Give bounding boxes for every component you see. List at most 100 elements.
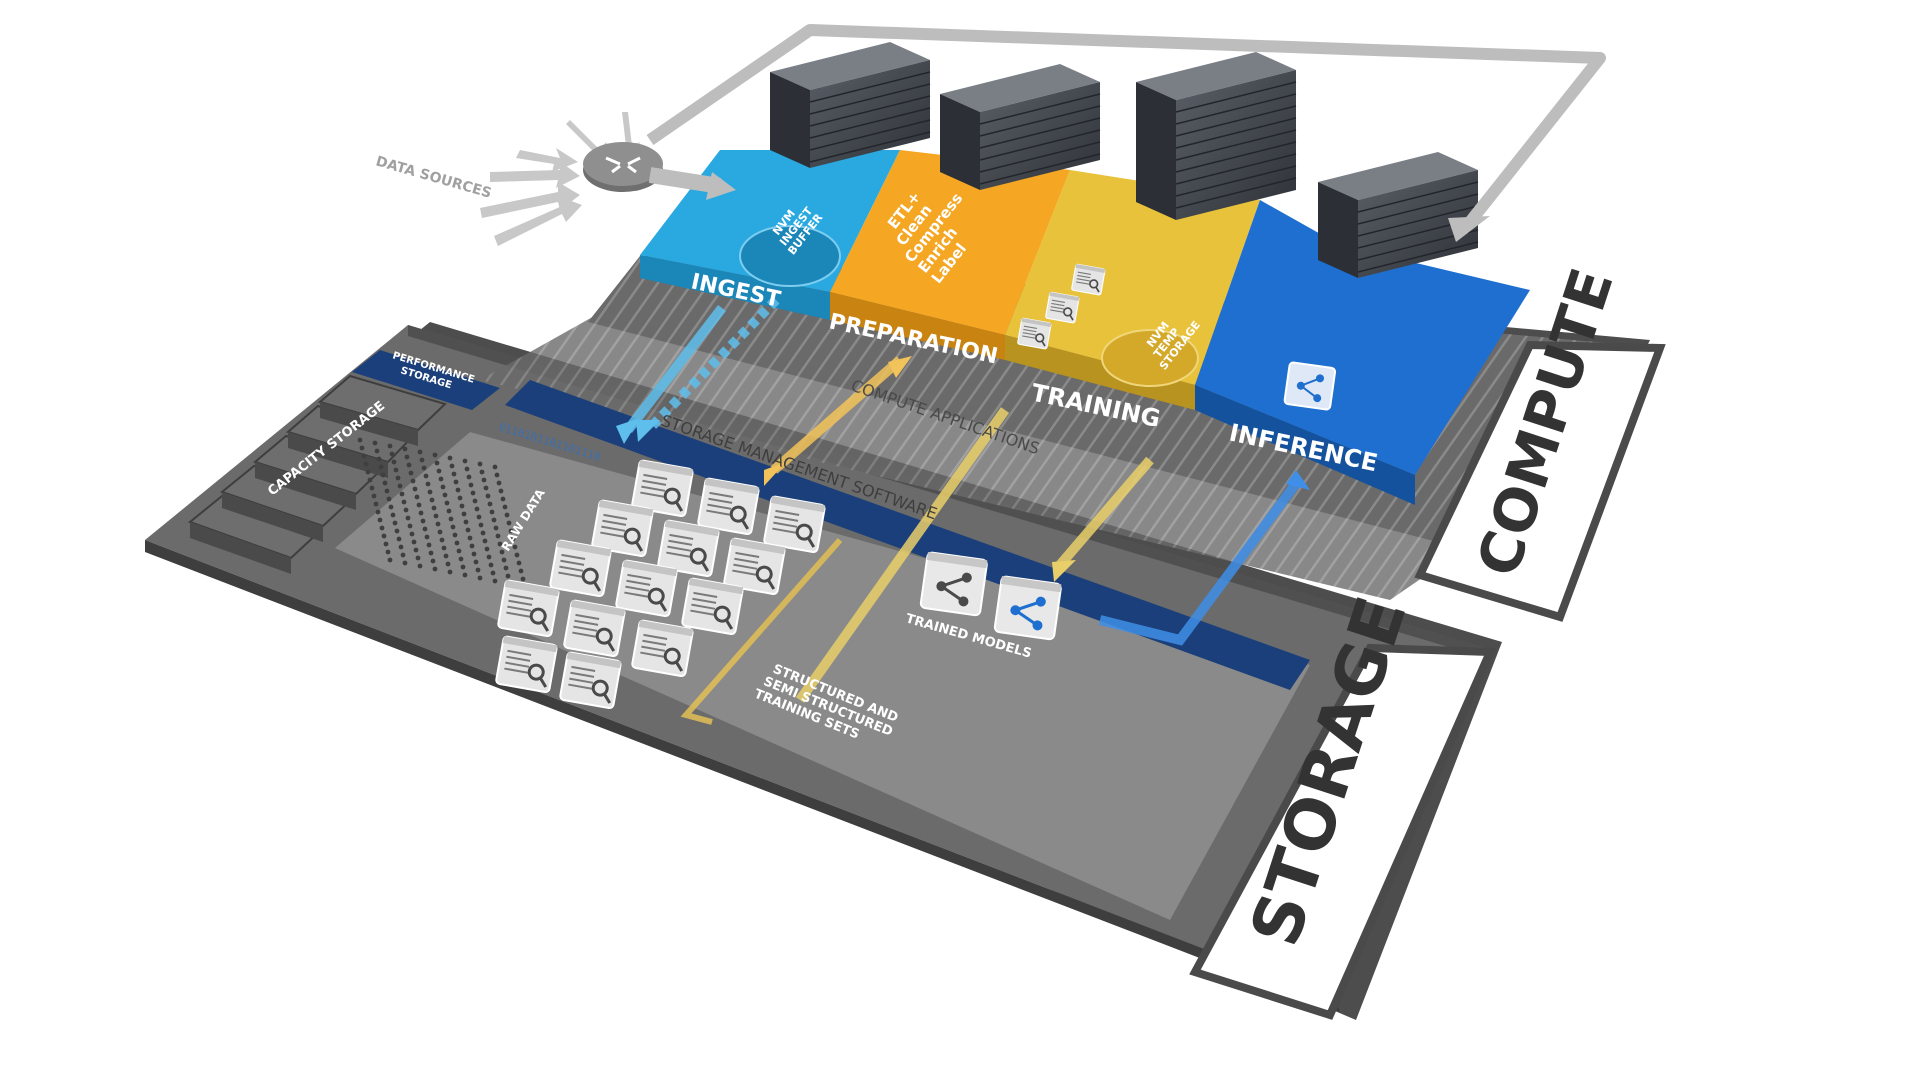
data-document-icon: [723, 537, 786, 596]
raw-data-dot: [499, 549, 505, 555]
raw-data-dot: [396, 536, 402, 542]
raw-data-dot: [479, 469, 485, 475]
raw-data-dot: [502, 504, 508, 510]
data-document-icon: [697, 477, 760, 536]
raw-data-dot: [506, 520, 512, 526]
raw-data-dot: [384, 488, 390, 494]
feedback-loop-arrow: [646, 24, 1606, 226]
server-rack: [1318, 152, 1479, 278]
raw-data-dot: [484, 546, 490, 552]
inference-block: [1195, 200, 1530, 475]
raw-data-dot: [371, 493, 377, 499]
trained-model-icon: [919, 551, 988, 617]
raw-data-dot: [480, 530, 486, 536]
raw-data-dot: [450, 524, 456, 530]
raw-data-dot: [414, 494, 420, 500]
raw-data-dot: [439, 537, 445, 543]
raw-data-dot: [417, 563, 423, 569]
raw-data-dot: [426, 542, 432, 548]
raw-data-dot: [400, 552, 406, 558]
raw-data-dot: [381, 533, 387, 539]
raw-data-dot: [491, 517, 497, 523]
data-source-arrows: [480, 112, 640, 246]
raw-data-dot: [474, 506, 480, 512]
raw-data-dot: [385, 549, 391, 555]
raw-data-dot: [497, 541, 503, 547]
raw-data-dot: [408, 470, 414, 476]
raw-data-dot: [443, 553, 449, 559]
data-document-icon: [549, 539, 612, 598]
raw-data-dot: [468, 482, 474, 488]
data-document-icon: [1071, 263, 1106, 296]
server-rack: [940, 64, 1101, 190]
raw-data-dot: [446, 508, 452, 514]
raw-data-dot: [397, 483, 403, 489]
raw-data-dot: [461, 511, 467, 517]
raw-data-dot: [463, 519, 469, 525]
raw-data-dot: [424, 534, 430, 540]
raw-data-dot: [376, 456, 382, 462]
server-rack: [770, 42, 931, 168]
raw-data-dot: [473, 559, 479, 565]
raw-data-dot: [447, 569, 453, 575]
raw-data-dot: [390, 512, 396, 518]
raw-data-dot: [367, 477, 373, 483]
raw-data-dot: [501, 557, 507, 563]
raw-data-dot-field: [357, 437, 528, 590]
raw-data-dot: [406, 462, 412, 468]
raw-data-dot: [508, 528, 514, 534]
raw-data-dot: [467, 535, 473, 541]
raw-data-dot: [423, 473, 429, 479]
raw-data-dot: [453, 479, 459, 485]
raw-data-dot: [365, 469, 371, 475]
training-set-icons: [495, 459, 826, 710]
raw-data-dot: [520, 576, 526, 582]
raw-data-dot: [404, 454, 410, 460]
raw-data-dot: [500, 496, 506, 502]
raw-data-dot: [418, 510, 424, 516]
raw-data-dot: [464, 466, 470, 472]
raw-data-dot: [457, 495, 463, 501]
raw-data-dot: [445, 561, 451, 567]
servers: [770, 42, 1479, 278]
raw-data-dot: [433, 513, 439, 519]
data-document-icon: [1017, 317, 1052, 350]
raw-data-dot: [470, 490, 476, 496]
raw-data-dot: [436, 468, 442, 474]
raw-data-dot: [466, 474, 472, 480]
raw-data-dot: [482, 538, 488, 544]
raw-data-dot: [478, 522, 484, 528]
raw-data-dot: [432, 566, 438, 572]
raw-data-dot: [455, 487, 461, 493]
raw-data-dot: [378, 464, 384, 470]
raw-data-dot: [465, 527, 471, 533]
raw-data-dot: [419, 457, 425, 463]
server-rack: [1136, 52, 1297, 220]
data-document-icon: [1045, 291, 1080, 324]
raw-data-dot: [374, 448, 380, 454]
raw-data-dot: [462, 572, 468, 578]
raw-data-dot: [454, 540, 460, 546]
raw-data-dot: [514, 552, 520, 558]
data-sources-label: DATA SOURCES: [374, 153, 493, 201]
raw-data-dot: [377, 517, 383, 523]
raw-data-dot: [438, 476, 444, 482]
raw-data-dot: [375, 509, 381, 515]
raw-data-dot: [403, 507, 409, 513]
raw-data-dot: [363, 461, 369, 467]
data-document-icon: [657, 519, 720, 578]
raw-data-dot: [387, 557, 393, 563]
raw-data-dot: [415, 555, 421, 561]
feedback-arrowhead: [1448, 216, 1490, 242]
inference-model-icon: [1283, 361, 1337, 411]
raw-data-dot: [429, 497, 435, 503]
raw-data-dot: [412, 486, 418, 492]
raw-data-dot: [447, 455, 453, 461]
flow-arrowheads: [616, 356, 1310, 582]
raw-data-dot: [458, 556, 464, 562]
raw-data-dot: [434, 460, 440, 466]
nvm-ingest-buffer-disk: [739, 225, 841, 287]
raw-data-dot: [435, 521, 441, 527]
raw-data-dot: [361, 453, 367, 459]
capacity-storage-stack: [187, 350, 500, 574]
